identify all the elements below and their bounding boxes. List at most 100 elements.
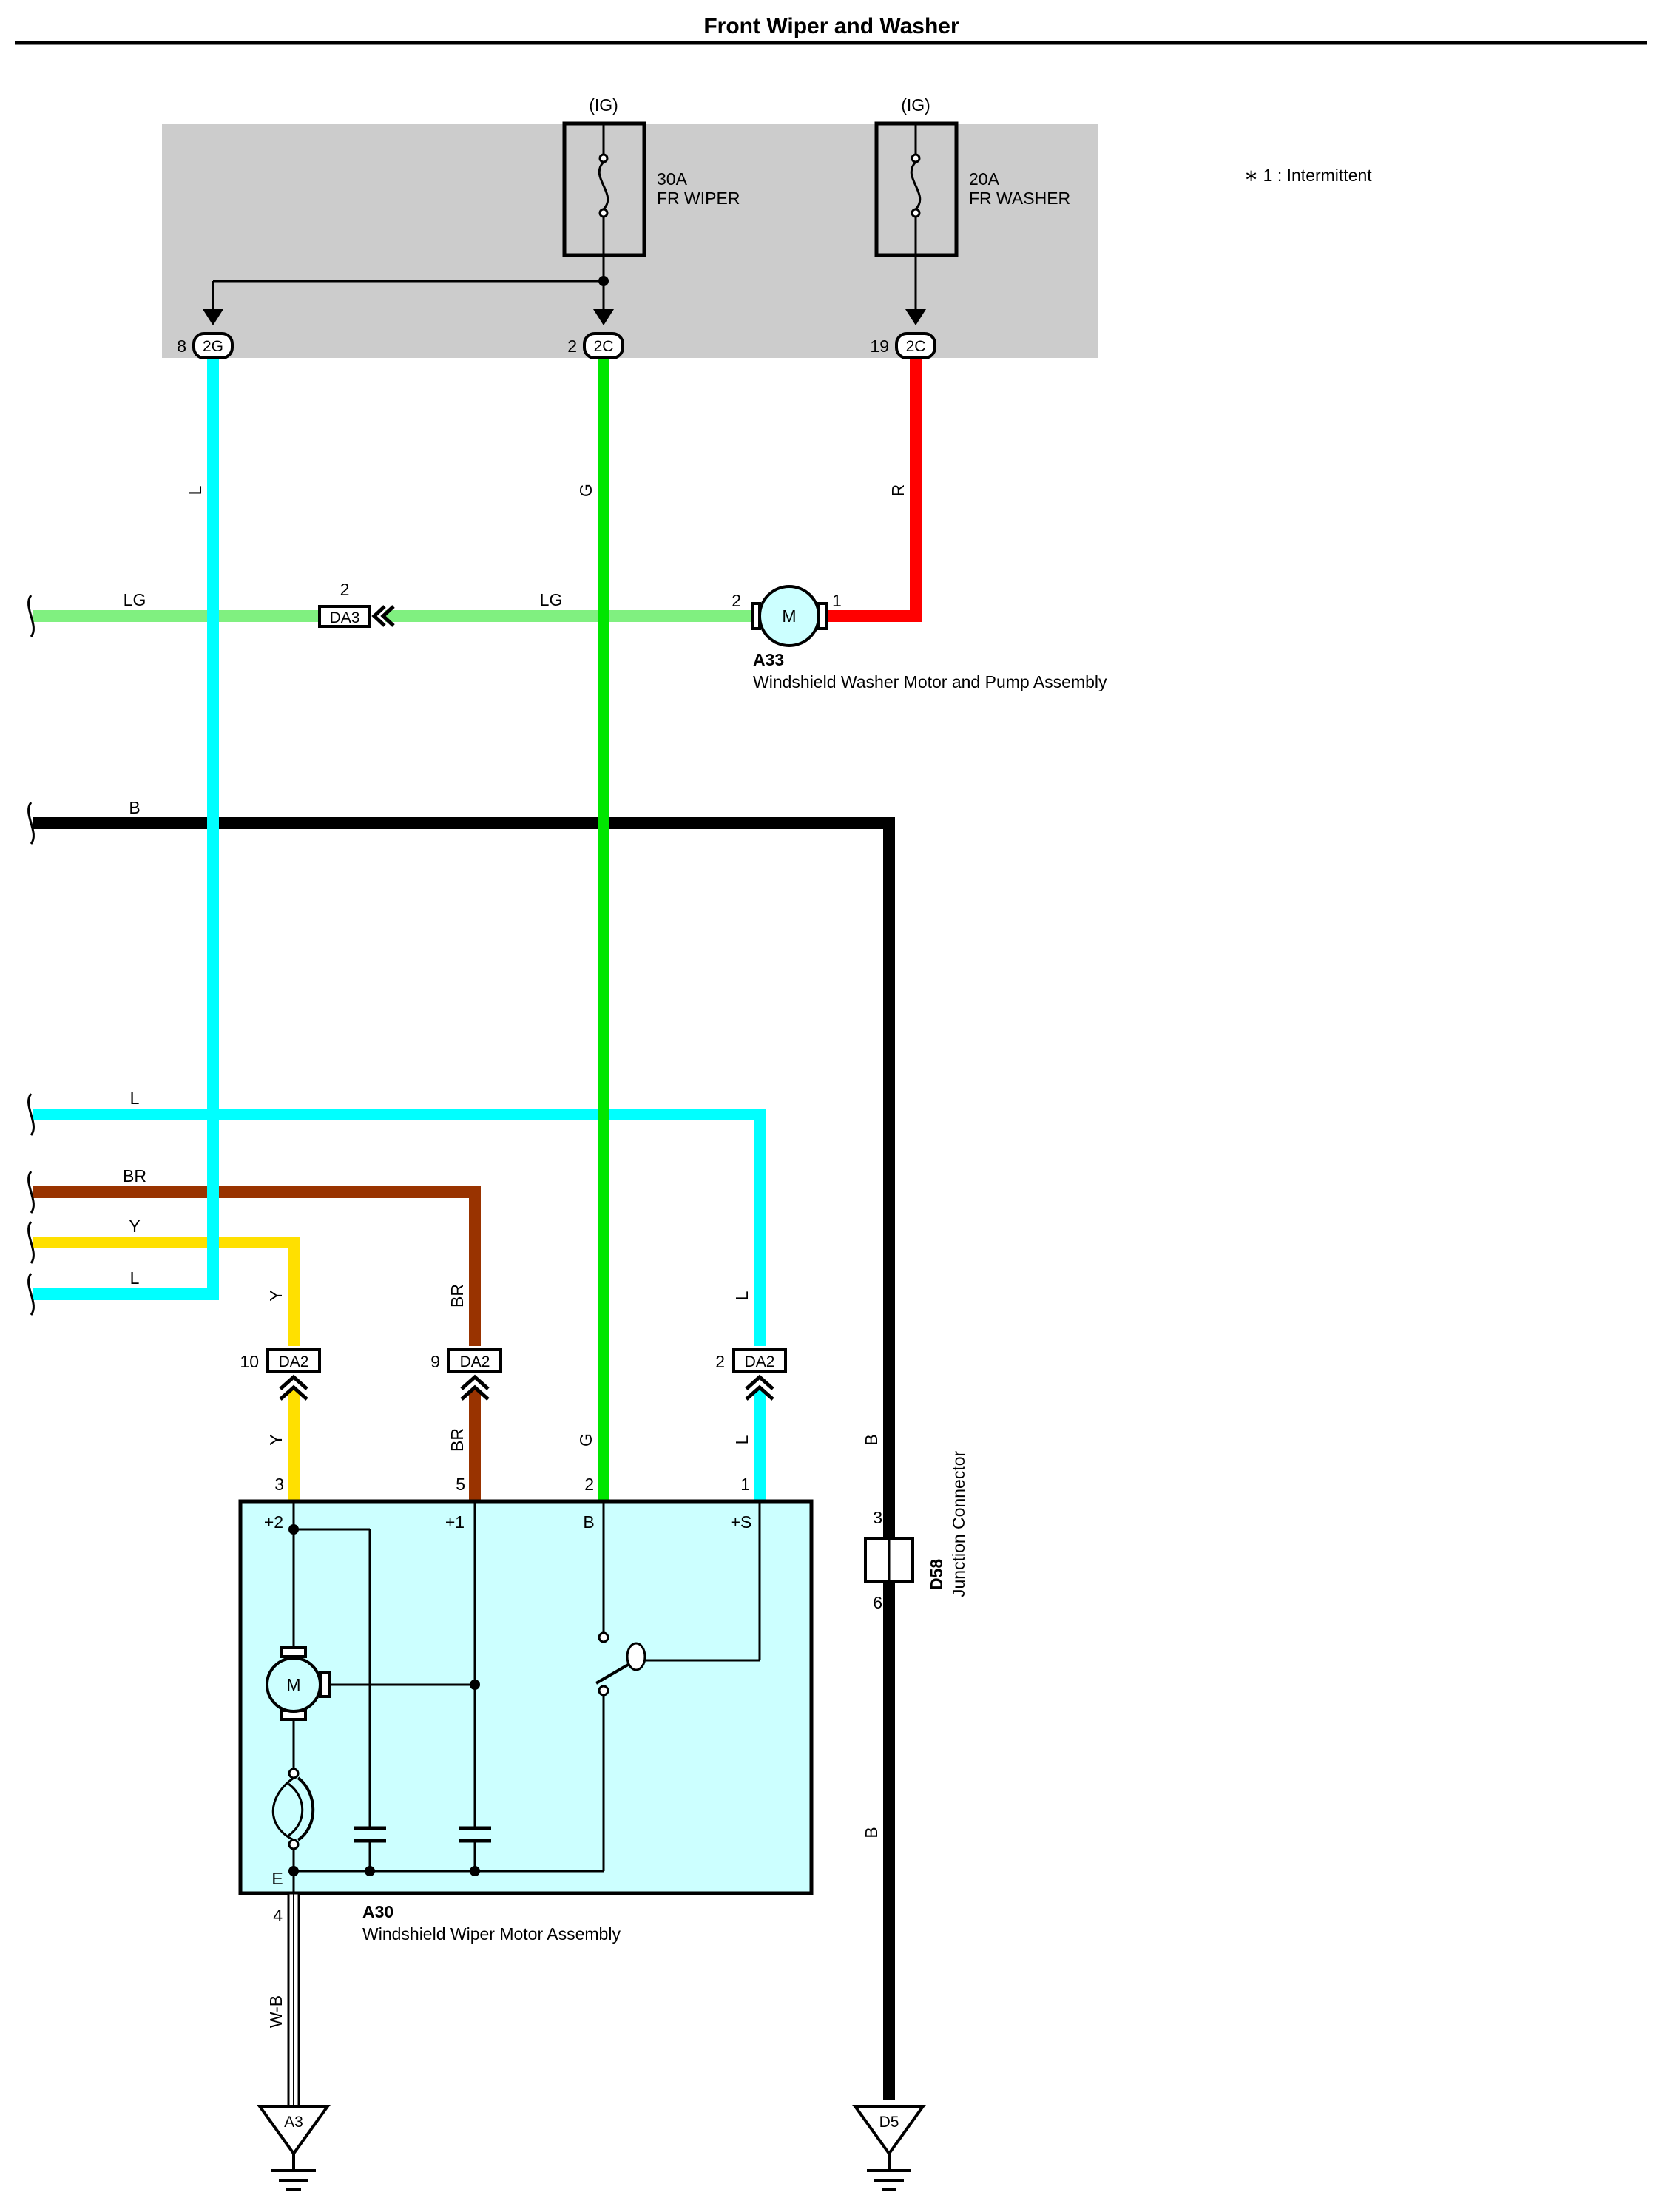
splice-point	[470, 1680, 480, 1690]
fuse-rating: 30A	[657, 169, 688, 189]
wire-label-b-junction-upper: B	[862, 1434, 881, 1445]
connector-da3: DA3 2	[318, 580, 395, 628]
terminal-label: B	[583, 1512, 594, 1532]
relay-block	[162, 124, 1098, 358]
svg-text:D5: D5	[879, 2114, 899, 2131]
component-code: D58	[927, 1559, 946, 1590]
pin-label: 5	[456, 1475, 465, 1494]
pin-label: 2	[584, 1475, 594, 1494]
connector-2c-g: 2C 2	[567, 332, 624, 359]
wire-label-b: B	[129, 798, 140, 817]
fuse-rating: 20A	[969, 169, 1000, 189]
svg-text:M: M	[782, 606, 796, 626]
svg-text:2: 2	[715, 1352, 725, 1371]
wire-b-harness	[33, 817, 895, 2100]
pin-label: 1	[740, 1475, 750, 1494]
connector-da2-l: DA2 2	[715, 1348, 787, 1401]
splice-point	[365, 1866, 375, 1876]
terminal-label: E	[271, 1869, 283, 1888]
wire-label-r: R	[888, 484, 908, 497]
wire-l-s	[33, 1109, 766, 1346]
svg-text:M: M	[286, 1675, 300, 1694]
legend-note: ∗ 1 : Intermittent	[1244, 166, 1372, 185]
chevron-up-icon	[279, 1374, 308, 1401]
wire-label-l-s: L	[130, 1089, 140, 1108]
pin-label: 3	[274, 1475, 284, 1494]
arrow-down-icon	[905, 309, 926, 325]
component-name: Windshield Washer Motor and Pump Assembl…	[753, 672, 1107, 691]
wire-label-l: L	[186, 485, 205, 495]
fuse-name: FR WASHER	[969, 189, 1070, 208]
connector-da2-br: DA2 9	[430, 1348, 502, 1401]
wire-y	[33, 1237, 300, 1346]
pin-label: 3	[873, 1508, 882, 1527]
wire-label-y-upper: Y	[266, 1290, 286, 1301]
wire-label-lg-right: LG	[540, 590, 563, 609]
wire-label-br: BR	[123, 1166, 146, 1186]
junction-connector-d58: 3 6 D58 Junction Connector	[864, 1450, 968, 1612]
connector-da2-y: DA2 10	[240, 1348, 321, 1401]
splice-point	[288, 1524, 299, 1535]
fuse-fr-washer: (IG) 20A FR WASHER	[874, 95, 1070, 257]
wire-break-symbols	[27, 595, 35, 1316]
svg-text:2: 2	[567, 336, 577, 356]
cam-switch-icon	[595, 1631, 646, 1697]
svg-text:10: 10	[240, 1352, 259, 1371]
fuse-name: FR WIPER	[657, 189, 740, 208]
chevron-left-icon	[371, 605, 395, 627]
ground-icon	[867, 2154, 911, 2191]
motor-icon: M	[266, 1646, 331, 1721]
chevron-up-icon	[745, 1374, 774, 1401]
svg-text:9: 9	[430, 1352, 440, 1371]
capacitor-icon	[459, 1826, 491, 1843]
wire-label-b-junction-lower: B	[862, 1827, 881, 1838]
splice-point	[470, 1866, 480, 1876]
arrow-down-icon	[203, 309, 223, 325]
wire-w-b	[287, 1892, 300, 2109]
arrow-down-icon	[593, 309, 614, 325]
wire-r	[828, 358, 922, 622]
wire-label-y-lower: Y	[266, 1434, 286, 1445]
wire-label-l-lower: L	[732, 1435, 751, 1444]
fuse-fr-wiper: (IG) 30A FR WIPER	[562, 95, 740, 257]
svg-text:DA2: DA2	[460, 1353, 490, 1370]
svg-text:DA3: DA3	[330, 609, 360, 626]
wire-l-2g	[33, 358, 219, 1300]
svg-text:2: 2	[340, 580, 350, 599]
wire-label-l-upper: L	[732, 1291, 751, 1300]
pin-label: 6	[873, 1593, 882, 1612]
circuit-breaker-icon	[271, 1768, 315, 1850]
pin-label: 1	[832, 591, 842, 610]
splice-point	[598, 276, 609, 286]
component-name: Junction Connector	[949, 1450, 968, 1597]
svg-text:2G: 2G	[203, 338, 223, 355]
page-title: Front Wiper and Washer	[703, 14, 959, 38]
capacitor-icon	[354, 1826, 386, 1843]
wire-label-y: Y	[129, 1217, 140, 1236]
wire-label-g-lower: G	[576, 1433, 595, 1447]
component-name: Windshield Wiper Motor Assembly	[362, 1924, 621, 1944]
fuse-source-label: (IG)	[901, 95, 930, 115]
wiper-motor-assembly: M +2 +1 B +S E A30 Windshield Wipe	[238, 1499, 814, 1944]
chevron-up-icon	[460, 1374, 490, 1401]
wire-label-w-b: W-B	[266, 1995, 286, 2028]
connector-2c-r: 2C 19	[870, 332, 936, 359]
ground-a3: A3	[257, 2105, 331, 2191]
svg-text:DA2: DA2	[279, 1353, 309, 1370]
svg-text:8: 8	[177, 336, 186, 356]
wire-br	[33, 1186, 481, 1346]
terminal-label: +S	[731, 1512, 752, 1532]
component-code: A30	[362, 1902, 393, 1921]
wire-label-br-lower: BR	[447, 1428, 467, 1452]
wire-label-lg-left: LG	[124, 590, 146, 609]
fuse-source-label: (IG)	[589, 95, 618, 115]
svg-text:2C: 2C	[594, 338, 614, 355]
terminal-label: +2	[264, 1512, 283, 1532]
washer-motor: M 2 1 A33 Windshield Washer Motor and Pu…	[732, 585, 1107, 691]
svg-text:2C: 2C	[906, 338, 926, 355]
wire-label-l-2g: L	[130, 1268, 140, 1288]
svg-text:DA2: DA2	[745, 1353, 775, 1370]
svg-text:A3: A3	[284, 2114, 303, 2131]
wire-label-g: G	[576, 484, 595, 497]
